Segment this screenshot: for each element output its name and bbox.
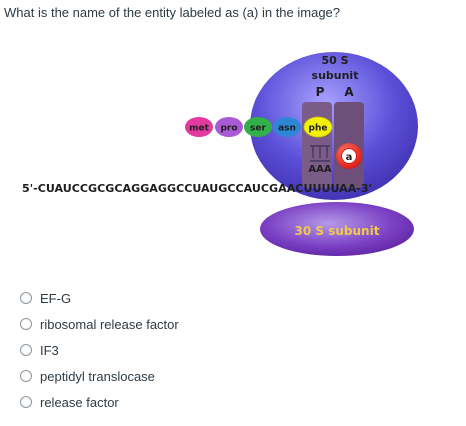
- amino-acid-asn-label: asn: [278, 124, 296, 134]
- entity-a-badge: [341, 148, 357, 164]
- small-subunit-label: 30 S subunit: [295, 224, 380, 238]
- large-subunit-label-line2: subunit: [312, 69, 359, 82]
- question-text: What is the name of the entity labeled a…: [4, 5, 341, 20]
- amino-acid-asn: [273, 117, 301, 137]
- radio-button[interactable]: [20, 318, 32, 330]
- radio-button[interactable]: [20, 292, 32, 304]
- entity-a-label: a: [346, 152, 353, 163]
- amino-acid-phe: [303, 116, 333, 138]
- radio-button[interactable]: [20, 344, 32, 356]
- answer-options: EF-G ribosomal release factor IF3 peptid…: [20, 285, 179, 415]
- option-ef-g[interactable]: EF-G: [20, 285, 179, 311]
- option-label: ribosomal release factor: [40, 316, 179, 332]
- a-site-label: A: [344, 85, 354, 99]
- large-subunit-label-line1: 50 S: [321, 54, 348, 67]
- option-release-factor[interactable]: release factor: [20, 389, 179, 415]
- option-peptidyl-translocase[interactable]: peptidyl translocase: [20, 363, 179, 389]
- amino-acid-met-label: met: [189, 124, 209, 134]
- radio-button[interactable]: [20, 370, 32, 382]
- ribosome-illustration: 50 S subunit P A AAA a met pro s: [22, 52, 418, 256]
- small-subunit-shape: [260, 202, 414, 256]
- option-label: EF-G: [40, 290, 72, 306]
- option-label: IF3: [40, 342, 59, 358]
- option-label: peptidyl translocase: [40, 368, 155, 384]
- mrna-sequence: 5'-CUAUCCGCGCAGGAGGCCUAUGCCAUCGAACUUUUAA…: [22, 182, 372, 195]
- amino-acid-pro: [215, 117, 243, 137]
- option-if3[interactable]: IF3: [20, 337, 179, 363]
- amino-acid-met: [185, 117, 213, 137]
- amino-acid-ser: [244, 117, 272, 137]
- option-label: release factor: [40, 394, 119, 410]
- amino-acid-phe-label: phe: [309, 124, 328, 134]
- anticodon-ticks: [310, 145, 330, 162]
- option-ribosomal-release-factor[interactable]: ribosomal release factor: [20, 311, 179, 337]
- ribosome-diagram: 50 S subunit P A AAA a met pro s: [0, 36, 466, 266]
- p-site-label: P: [316, 85, 325, 99]
- anticodon-label: AAA: [308, 164, 331, 175]
- peptide-chain: met pro ser asn phe: [185, 116, 333, 138]
- amino-acid-ser-label: ser: [250, 124, 266, 134]
- amino-acid-pro-label: pro: [220, 124, 237, 134]
- radio-button[interactable]: [20, 396, 32, 408]
- p-site-trna: [302, 102, 332, 188]
